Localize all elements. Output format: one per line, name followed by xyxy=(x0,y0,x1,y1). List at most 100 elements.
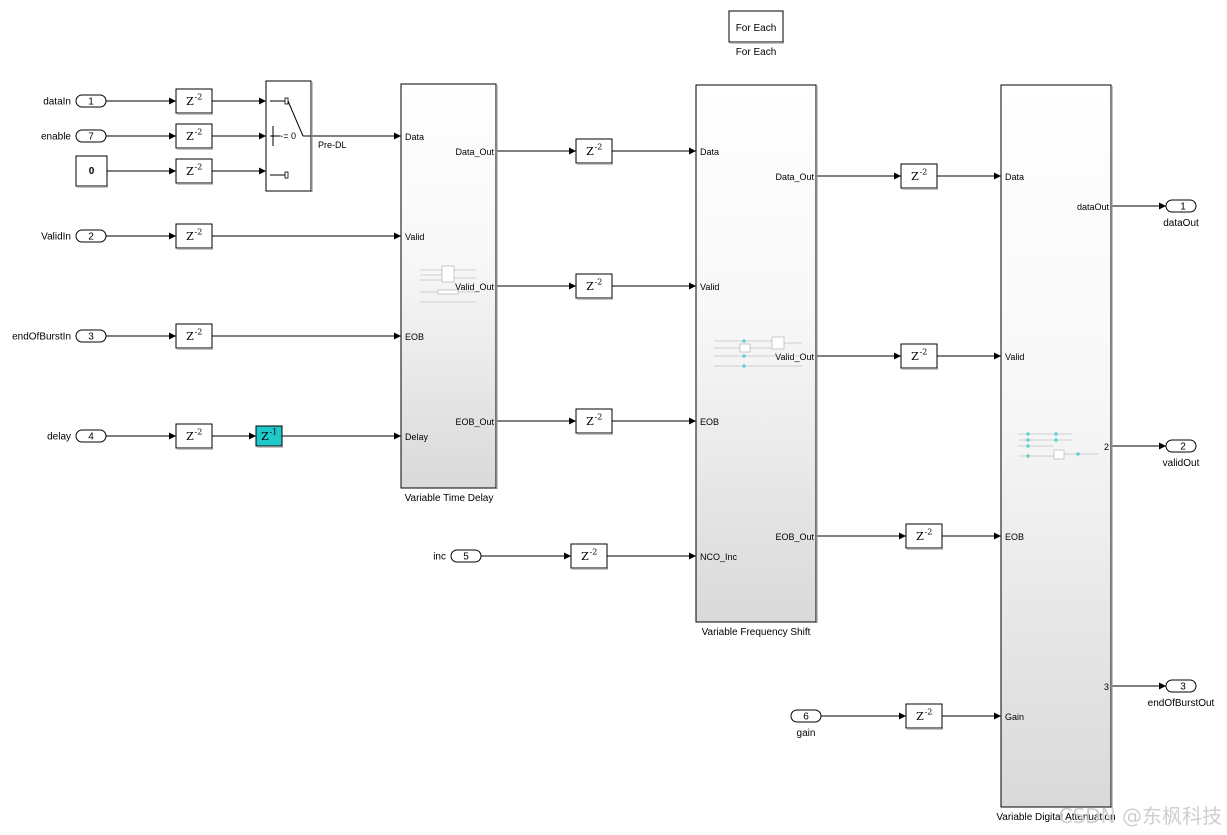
delay-z-text: Z xyxy=(186,165,194,178)
for-each-text: For Each xyxy=(736,23,777,34)
delay-block[interactable]: Z-2 xyxy=(175,223,213,250)
delay-z-text: Z xyxy=(186,130,194,143)
delay-block[interactable]: Z-2 xyxy=(575,408,613,435)
constant-block[interactable]: 0 xyxy=(75,155,108,188)
delay-exponent: -2 xyxy=(595,143,603,152)
vda-in-data: Data xyxy=(1005,172,1024,182)
constant-value: 0 xyxy=(89,166,95,177)
delay-exponent: -1 xyxy=(270,428,278,437)
vda-name: Variable Digital Attenuation xyxy=(996,812,1115,823)
delay-exponent: -2 xyxy=(925,708,933,717)
outport-number: 1 xyxy=(1180,202,1186,213)
switch-criteria: ~= 0 xyxy=(278,131,296,141)
vfs-in-valid: Valid xyxy=(700,282,719,292)
delay-z-text: Z xyxy=(186,95,194,108)
watermark: CSDN @东枫科技 xyxy=(1059,804,1222,828)
delay-z-text: Z xyxy=(186,230,194,243)
inport-label: endOfBurstIn xyxy=(12,332,71,343)
delay-z-text: Z xyxy=(911,170,919,183)
inport-endOfBurstIn[interactable]: 3 endOfBurstIn xyxy=(12,329,107,343)
unit-delay-block-highlighted[interactable]: Z-1 xyxy=(255,425,283,448)
delay-exponent: -2 xyxy=(195,228,203,237)
delay-block[interactable]: Z-2 xyxy=(570,543,608,570)
delay-z-text: Z xyxy=(581,550,589,563)
delay-block[interactable]: Z-2 xyxy=(900,343,938,370)
vda-in-gain: Gain xyxy=(1005,712,1024,722)
vtd-out-eob: EOB_Out xyxy=(455,417,494,427)
delay-exponent: -2 xyxy=(925,528,933,537)
inport-dataIn[interactable]: 1 dataIn xyxy=(43,94,107,108)
delay-z-text: Z xyxy=(186,330,194,343)
inport-label: gain xyxy=(797,728,816,739)
delay-exponent: -2 xyxy=(595,413,603,422)
switch-block[interactable]: ~= 0 Pre-DL xyxy=(265,80,347,192)
outport-number: 2 xyxy=(1180,442,1186,453)
delay-block[interactable]: Z-2 xyxy=(905,703,943,730)
inport-label: ValidIn xyxy=(41,232,71,243)
delay-exponent: -2 xyxy=(195,93,203,102)
outport-number: 3 xyxy=(1180,682,1186,693)
delay-block[interactable]: Z-2 xyxy=(175,88,213,115)
delay-block[interactable]: Z-2 xyxy=(175,423,213,450)
vtd-name: Variable Time Delay xyxy=(405,493,494,504)
inport-number: 1 xyxy=(88,97,94,108)
delay-exponent: -2 xyxy=(195,328,203,337)
vda-in-valid: Valid xyxy=(1005,352,1024,362)
inport-label: delay xyxy=(47,432,71,443)
delay-block[interactable]: Z-2 xyxy=(175,158,213,185)
inport-label: enable xyxy=(41,132,71,143)
delay-block[interactable]: Z-2 xyxy=(575,138,613,165)
vda-out-dataout: dataOut xyxy=(1077,202,1110,212)
subsystem-variable-digital-attenuation[interactable]: Data Valid EOB Gain dataOut 2 3 Variable… xyxy=(996,84,1116,823)
vfs-in-eob: EOB xyxy=(700,417,719,427)
delay-block[interactable]: Z-2 xyxy=(900,163,938,190)
delay-block[interactable]: Z-2 xyxy=(905,523,943,550)
vda-thumbnail-icon xyxy=(1018,432,1098,460)
vtd-thumbnail-icon xyxy=(420,265,476,303)
for-each-block[interactable]: For Each For Each xyxy=(728,10,784,58)
inport-number: 3 xyxy=(88,332,94,343)
delay-z-text: Z xyxy=(261,430,269,443)
delay-z-text: Z xyxy=(916,530,924,543)
delay-block[interactable]: Z-2 xyxy=(575,273,613,300)
vda-out-2: 2 xyxy=(1104,442,1109,452)
delay-block[interactable]: Z-2 xyxy=(175,123,213,150)
vfs-in-nco-inc: NCO_Inc xyxy=(700,552,738,562)
subsystem-variable-time-delay[interactable]: Data Valid EOB Delay Data_Out Valid_Out … xyxy=(400,83,498,504)
vtd-in-delay: Delay xyxy=(405,432,429,442)
subsystem-variable-frequency-shift[interactable]: Data Valid EOB NCO_Inc Data_Out Valid_Ou… xyxy=(695,84,818,638)
vtd-in-valid: Valid xyxy=(405,232,424,242)
vtd-in-eob: EOB xyxy=(405,332,424,342)
delay-exponent: -2 xyxy=(195,163,203,172)
delay-exponent: -2 xyxy=(195,428,203,437)
outport-validOut[interactable]: 2 validOut xyxy=(1163,439,1200,469)
delay-z-text: Z xyxy=(586,280,594,293)
delay-exponent: -2 xyxy=(920,168,928,177)
vfs-out-data: Data_Out xyxy=(775,172,814,182)
vtd-out-data: Data_Out xyxy=(455,147,494,157)
inport-ValidIn[interactable]: 2 ValidIn xyxy=(41,229,107,243)
delay-exponent: -2 xyxy=(590,548,598,557)
inport-number: 2 xyxy=(88,232,94,243)
signal-lines xyxy=(106,97,1166,720)
vtd-out-valid: Valid_Out xyxy=(455,282,494,292)
delay-z-text: Z xyxy=(911,350,919,363)
delay-block[interactable]: Z-2 xyxy=(175,323,213,350)
delay-z-text: Z xyxy=(586,415,594,428)
delay-z-text: Z xyxy=(916,710,924,723)
outport-label: validOut xyxy=(1163,458,1200,469)
vtd-in-data: Data xyxy=(405,132,424,142)
for-each-name: For Each xyxy=(736,47,777,58)
inport-label: dataIn xyxy=(43,97,71,108)
